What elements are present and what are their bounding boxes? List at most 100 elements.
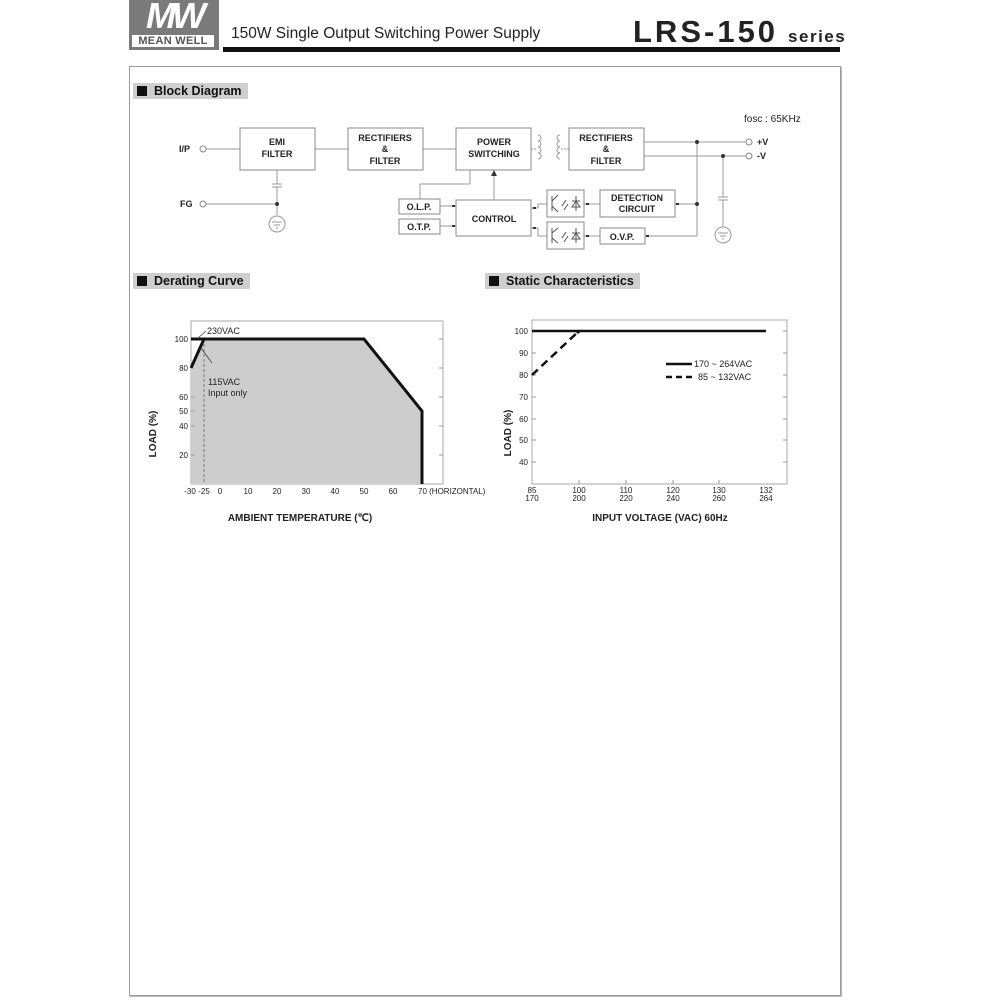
y-tick: 60 (179, 393, 188, 402)
rect1-label-3: FILTER (370, 156, 401, 166)
rect1-label-2: & (382, 144, 389, 154)
y-axis-label: LOAD (%) (503, 410, 514, 457)
section-derating-curve: Derating Curve (133, 273, 250, 289)
section-block-diagram: Block Diagram (133, 83, 248, 99)
annotation-230vac: 230VAC (207, 326, 240, 336)
y-tick: 60 (519, 415, 528, 424)
y-tick: 50 (519, 436, 528, 445)
psw-label-2: SWITCHING (468, 149, 520, 159)
rect1-label-1: RECTIFIERS (358, 133, 412, 143)
model-suffix: series (788, 27, 847, 46)
x-tick: 170 (525, 494, 539, 503)
plus-v-label: +V (757, 137, 768, 147)
x-tick: 130 (712, 486, 726, 495)
otp-block (398, 218, 441, 235)
mean-well-logo: MW MEAN WELL (129, 0, 219, 50)
header-rule (223, 47, 840, 52)
x-tick: -25 (198, 487, 210, 496)
control-label: CONTROL (472, 214, 517, 224)
x-tick: 40 (331, 487, 340, 496)
block-diagram: EMI FILTER RECTIFIERS & FILTER POWER SWI… (179, 114, 801, 250)
logo-mark: MW (146, 0, 206, 36)
y-axis-label: LOAD (%) (148, 411, 159, 458)
y-tick: 40 (179, 422, 188, 431)
x-tick: 220 (619, 494, 633, 503)
emi-label-1: EMI (269, 137, 285, 147)
minus-v-label: -V (757, 151, 766, 161)
x-tick: 120 (666, 486, 680, 495)
olp-block (398, 198, 441, 215)
rectifier-filter-block (347, 127, 424, 171)
ovp-label: O.V.P. (610, 232, 635, 242)
ovp-block (599, 227, 646, 245)
logo-text: MEAN WELL (132, 35, 214, 47)
output-rectifier-block (568, 127, 645, 171)
x-tick: 10 (244, 487, 253, 496)
x-tick: 132 (759, 486, 773, 495)
control-block (455, 199, 532, 237)
y-tick: 70 (519, 393, 528, 402)
y-tick: 80 (179, 364, 188, 373)
line-85-132vac (531, 330, 580, 376)
x-tick: 0 (218, 487, 223, 496)
section-title: Derating Curve (154, 274, 244, 288)
x-tick: 110 (620, 486, 633, 495)
x-tick: 85 (528, 486, 537, 495)
psw-label-1: POWER (477, 137, 512, 147)
y-tick: 100 (515, 327, 529, 336)
rect2-label-2: & (603, 144, 610, 154)
derating-area (191, 339, 422, 484)
detection-label-2: CIRCUIT (619, 204, 656, 214)
y-tick: 100 (175, 335, 189, 344)
legend-dashed-label: 85 ~ 132VAC (698, 372, 752, 382)
x-tick: 260 (712, 494, 726, 503)
input-terminal-label: I/P (179, 144, 190, 154)
detection-circuit-block (599, 189, 676, 218)
section-title: Static Characteristics (506, 274, 634, 288)
model-title: LRS-150 series (633, 14, 846, 50)
y-tick: 20 (179, 451, 188, 460)
detection-label-1: DETECTION (611, 193, 663, 203)
x-tick: 264 (759, 494, 773, 503)
rect2-label-1: RECTIFIERS (579, 133, 633, 143)
power-switching-block (455, 127, 532, 171)
fg-terminal-label: FG (180, 199, 193, 209)
y-tick: 40 (519, 458, 528, 467)
optocoupler-2 (546, 221, 585, 250)
static-characteristics-chart: 170 ~ 264VAC 85 ~ 132VAC 100 90 80 70 60… (503, 319, 788, 524)
x-axis-label: AMBIENT TEMPERATURE (℃) (228, 513, 372, 524)
section-static-characteristics: Static Characteristics (485, 273, 640, 289)
annotation-115vac: 115VAC (208, 377, 241, 387)
olp-label: O.L.P. (407, 202, 432, 212)
y-tick: 50 (179, 407, 188, 416)
emi-filter-block (239, 127, 316, 171)
document-subtitle: 150W Single Output Switching Power Suppl… (231, 25, 541, 42)
bullet-square-icon (137, 276, 147, 286)
optocoupler-1 (546, 189, 585, 218)
model-name: LRS-150 (633, 14, 779, 49)
x-axis-label: INPUT VOLTAGE (VAC) 60Hz (592, 513, 728, 524)
emi-label-2: FILTER (262, 149, 293, 159)
legend-solid-label: 170 ~ 264VAC (694, 359, 753, 369)
annotation-input-only: Input only (208, 388, 248, 398)
derating-line-230vac (191, 337, 424, 484)
fosc-label: fosc : 65KHz (744, 114, 801, 125)
x-tick: 70 (HORIZONTAL) (418, 487, 486, 496)
y-tick: 90 (519, 349, 528, 358)
x-tick: 20 (273, 487, 282, 496)
x-tick: -30 (184, 487, 196, 496)
x-tick: 200 (572, 494, 586, 503)
bullet-square-icon (137, 86, 147, 96)
derating-chart: 230VAC 115VAC Input only 100 80 60 50 40… (148, 320, 486, 524)
rect2-label-3: FILTER (591, 156, 622, 166)
x-tick: 100 (572, 486, 586, 495)
x-tick: 240 (666, 494, 680, 503)
derating-line-115vac (189, 338, 206, 369)
y-tick: 80 (519, 371, 528, 380)
x-tick: 60 (389, 487, 398, 496)
x-tick: 50 (360, 487, 369, 496)
section-title: Block Diagram (154, 84, 242, 98)
bullet-square-icon (489, 276, 499, 286)
otp-label: O.T.P. (407, 222, 431, 232)
x-tick: 30 (302, 487, 311, 496)
